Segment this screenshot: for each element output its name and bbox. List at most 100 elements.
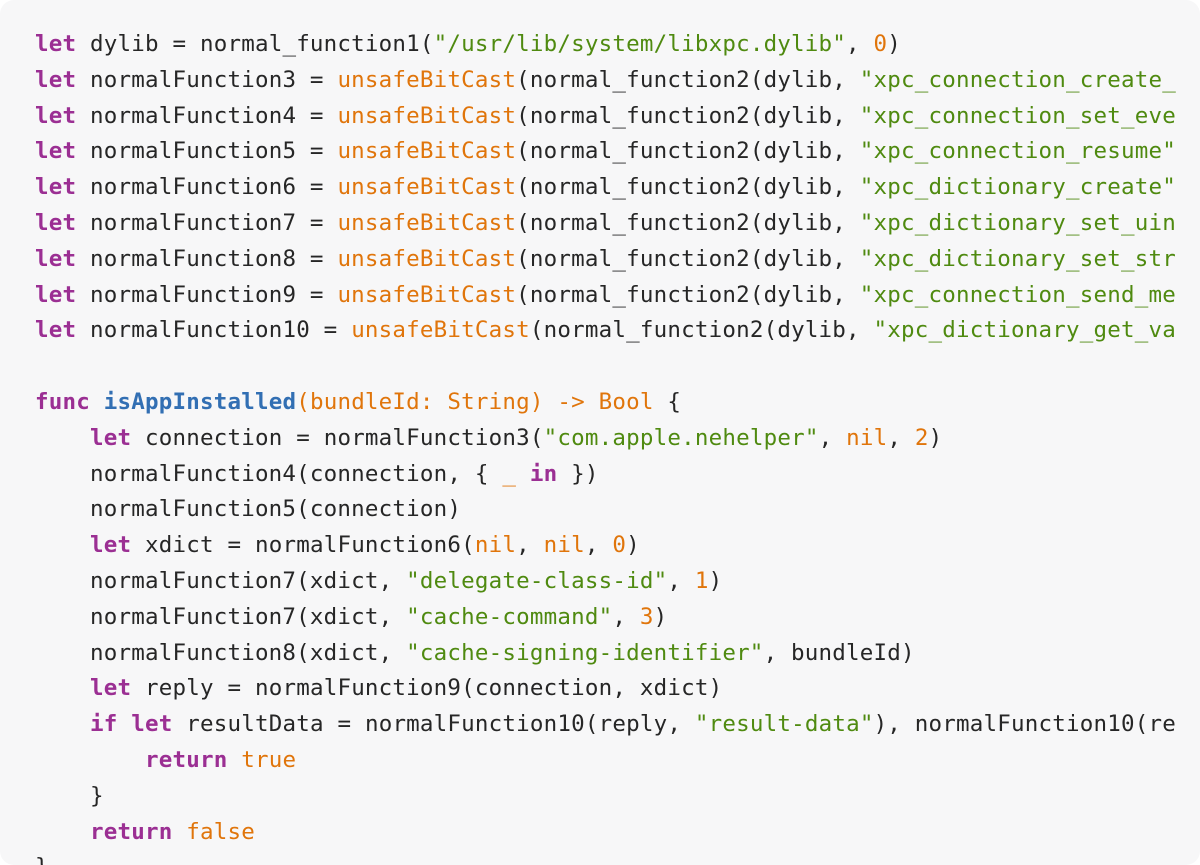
code-token-plain (35, 675, 90, 701)
code-token-plain: , (667, 567, 695, 594)
code-token-number: 2 (914, 424, 929, 451)
code-token-keyword: let (35, 281, 77, 308)
code-token-plain (35, 711, 90, 737)
code-token-call: unsafeBitCast (337, 281, 517, 308)
code-token-plain: normalFunction7(xdict, (35, 603, 407, 630)
code-line: } (35, 779, 1176, 815)
code-token-plain: normalFunction8 = (76, 245, 338, 272)
code-token-plain: normalFunction5(connection) (35, 496, 462, 523)
code-token-string: "delegate-class-id" (406, 567, 668, 594)
code-token-string: "xpc_connection_resume" (859, 138, 1176, 165)
code-line: normalFunction7(xdict, "cache-command", … (35, 600, 1176, 636)
code-token-plain (172, 819, 186, 845)
code-token-plain: normalFunction5 = (76, 138, 338, 165)
code-token-plain: reply = normalFunction9(connection, xdic… (131, 675, 723, 702)
code-token-type: (bundleId: String) -> Bool (296, 388, 654, 415)
code-token-number: 0 (873, 31, 888, 57)
code-token-plain: ) (626, 532, 640, 559)
code-token-plain: , bundleId) (763, 639, 915, 666)
code-line: normalFunction8(xdict, "cache-signing-id… (35, 636, 1176, 672)
code-line: let connection = normalFunction3("com.ap… (35, 421, 1176, 457)
code-token-plain: normalFunction4(connection, { (35, 460, 503, 487)
code-line: let normalFunction4 = unsafeBitCast(norm… (35, 99, 1176, 135)
code-token-plain: ) (653, 603, 668, 630)
code-token-string: "result-data" (694, 711, 874, 738)
code-token-keyword: let (90, 675, 132, 702)
code-token-string: "xpc_dictionary_create" (859, 174, 1176, 201)
code-token-plain: , (584, 532, 613, 559)
code-token-plain: ) (708, 567, 723, 594)
code-token-keyword: in (529, 460, 558, 487)
code-token-plain: normalFunction6 = (76, 174, 338, 201)
code-line: if let resultData = normalFunction10(rep… (35, 707, 1176, 743)
code-token-plain: (normal_function2(dylib, (516, 209, 860, 236)
code-token-keyword: let (35, 174, 77, 201)
code-token-string: "xpc_dictionary_set_str (859, 245, 1176, 272)
code-token-plain: ), normalFunction10(re (873, 711, 1176, 738)
code-token-string: "cache-signing-identifier" (406, 639, 764, 666)
code-token-call: unsafeBitCast (337, 245, 517, 272)
code-token-number: 1 (694, 567, 709, 594)
code-token-plain: , (612, 603, 640, 630)
code-line: normalFunction4(connection, { _ in }) (35, 457, 1176, 493)
code-line: let reply = normalFunction9(connection, … (35, 671, 1176, 707)
code-token-plain: , (818, 424, 847, 451)
code-token-plain: normalFunction9 = (76, 281, 338, 308)
code-line: let normalFunction7 = unsafeBitCast(norm… (35, 206, 1176, 242)
code-token-plain: } (35, 782, 104, 809)
code-token-plain (118, 711, 132, 737)
code-token-string: "xpc_connection_set_eve (859, 102, 1176, 129)
code-token-keyword: let (90, 532, 132, 559)
code-token-string: "xpc_dictionary_set_uin (859, 209, 1176, 236)
code-line: normalFunction5(connection) (35, 492, 1176, 528)
code-token-plain (35, 532, 90, 558)
code-token-string: "cache-command" (406, 603, 613, 630)
code-token-plain (35, 819, 90, 845)
code-token-keyword: let (35, 31, 77, 57)
code-token-string: "xpc_dictionary_get_va (873, 317, 1176, 344)
code-token-keyword: let (131, 711, 173, 738)
code-token-plain: , (887, 424, 915, 451)
code-token-plain: (normal_function2(dylib, (516, 138, 860, 165)
code-token-plain: normalFunction3 = (76, 66, 338, 93)
code-token-plain: ) (887, 31, 902, 57)
code-token-string: "com.apple.nehelper" (543, 424, 819, 451)
code-token-plain: (normal_function2(dylib, (516, 245, 860, 272)
code-token-string: "xpc_connection_send_me (859, 281, 1176, 308)
code-token-plain (227, 747, 241, 773)
code-token-keyword: return (90, 818, 173, 845)
code-token-plain: { (653, 388, 682, 415)
code-token-keyword: if (90, 711, 118, 738)
code-token-string: "xpc_connection_create_ (859, 66, 1176, 93)
code-token-keyword: let (35, 209, 77, 236)
code-token-literal: nil (474, 532, 517, 559)
code-line: let normalFunction9 = unsafeBitCast(norm… (35, 278, 1176, 314)
code-token-plain: normalFunction10 = (76, 317, 352, 344)
code-line: normalFunction7(xdict, "delegate-class-i… (35, 564, 1176, 600)
code-token-keyword: func (35, 388, 90, 415)
code-line: func isAppInstalled(bundleId: String) ->… (35, 385, 1176, 421)
code-token-plain: (normal_function2(dylib, (516, 66, 860, 93)
code-token-call: unsafeBitCast (337, 66, 517, 93)
code-token-plain: connection = normalFunction3( (131, 424, 544, 451)
code-line: let xdict = normalFunction6(nil, nil, 0) (35, 528, 1176, 564)
code-token-keyword: let (35, 102, 77, 129)
code-token-number: 0 (612, 532, 627, 559)
code-line (35, 349, 1176, 385)
code-token-keyword: let (90, 424, 132, 451)
code-token-plain (35, 425, 90, 451)
code-line: let normalFunction3 = unsafeBitCast(norm… (35, 63, 1176, 99)
code-token-plain: }) (557, 460, 599, 487)
code-token-plain: , (516, 532, 544, 559)
code-token-call: unsafeBitCast (337, 174, 517, 201)
code-token-plain: (normal_function2(dylib, (529, 317, 874, 344)
code-token-call: unsafeBitCast (337, 209, 517, 236)
code-token-plain: (normal_function2(dylib, (516, 281, 860, 308)
code-token-literal: nil (543, 532, 585, 559)
code-token-literal: _ (502, 460, 517, 487)
code-token-literal: nil (846, 424, 888, 451)
code-token-keyword: let (35, 245, 77, 272)
code-token-plain: (normal_function2(dylib, (516, 174, 860, 201)
code-token-plain (516, 461, 530, 487)
code-token-plain: ) (928, 424, 943, 451)
